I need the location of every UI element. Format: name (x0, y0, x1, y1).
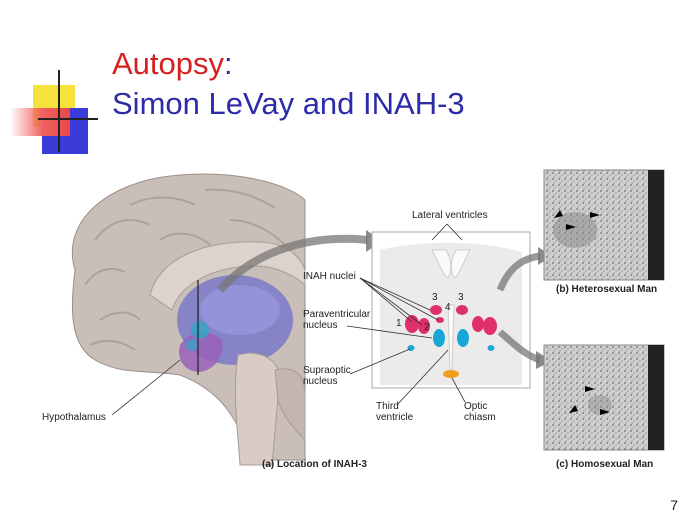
title-autopsy: Autopsy (112, 46, 225, 81)
micrograph-homosexual (543, 344, 665, 451)
nucleus-number: 4 (445, 302, 451, 313)
label-hypothalamus: Hypothalamus (42, 412, 106, 423)
nucleus-number: 3 (458, 292, 464, 303)
caption-b: (b) Heterosexual Man (556, 284, 658, 295)
label-optic-chiasm: Optic chiasm (464, 401, 496, 423)
title-colon: : (224, 46, 233, 81)
nucleus-number: 1 (396, 318, 402, 329)
nucleus-number: 2 (424, 322, 430, 333)
label-inah-nuclei: INAH nuclei (303, 271, 356, 282)
label-paraventricular: Paraventricular nucleus (303, 309, 371, 331)
brain-section (71, 173, 306, 466)
coronal-inset (371, 231, 531, 389)
leader-lines (111, 223, 466, 416)
caption-a: (a) Location of INAH-3 (262, 459, 367, 470)
brain-figure: Lateral ventricles INAH nuclei Paraventr… (0, 160, 700, 480)
label-supraoptic: Supraoptic nucleus (303, 365, 351, 387)
decor-vertical-line (58, 70, 60, 152)
decor-red-bar (10, 108, 70, 136)
caption-c: (c) Homosexual Man (556, 459, 654, 470)
nucleus-number: 3 (432, 292, 438, 303)
label-third-ventricle: Third ventricle (376, 401, 414, 423)
figure-illustration (71, 169, 665, 466)
slide-title: Autopsy: Simon LeVay and INAH-3 (112, 44, 465, 124)
decor-horizontal-line (38, 118, 98, 120)
micrograph-heterosexual (543, 169, 665, 281)
page-number: 7 (670, 497, 678, 513)
label-lateral-ventricles: Lateral ventricles (412, 210, 488, 221)
title-subtitle: Simon LeVay and INAH-3 (112, 86, 465, 121)
